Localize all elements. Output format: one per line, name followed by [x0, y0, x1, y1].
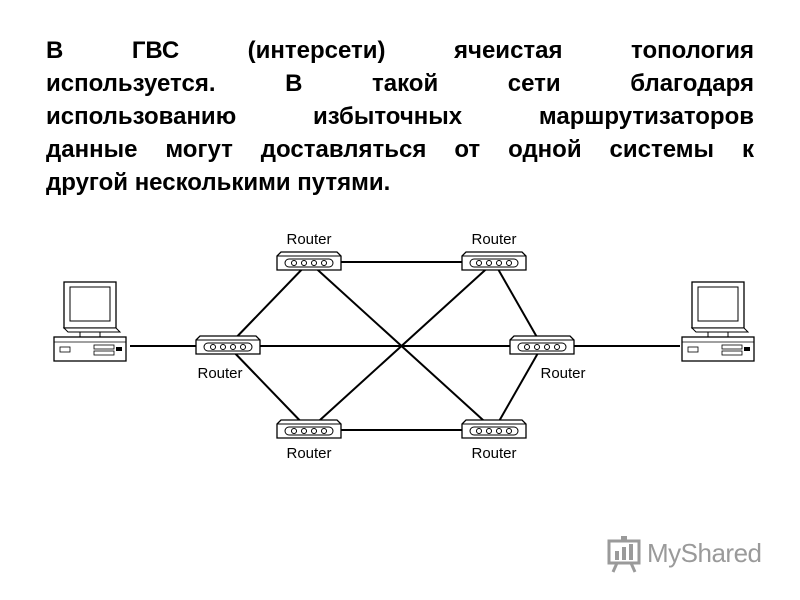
presentation-board-icon: [607, 535, 643, 573]
router-label: Router: [286, 231, 331, 248]
router-icon: [462, 252, 526, 270]
link-middle-left-to-bottom-left: [228, 346, 309, 430]
router-label: Router: [197, 365, 242, 382]
watermark: MyShared: [607, 535, 772, 575]
router-label: Router: [471, 445, 516, 462]
link-top-right-to-middle-right: [494, 262, 542, 346]
router-label: Router: [286, 445, 331, 462]
left-computer-icon: [54, 282, 126, 361]
link-middle-left-to-top-left: [228, 262, 309, 346]
router-icon: [196, 336, 260, 354]
router-icon: [277, 252, 341, 270]
router-top-left: Router: [277, 231, 341, 270]
router-bottom-left: Router: [277, 420, 341, 462]
watermark-text: MyShared: [647, 538, 762, 569]
router-middle-right: Router: [510, 336, 586, 382]
router-top-right: Router: [462, 231, 526, 270]
router-label: Router: [540, 365, 585, 382]
right-computer-icon: [682, 282, 754, 361]
router-icon: [462, 420, 526, 438]
router-label: Router: [471, 231, 516, 248]
link-bottom-right-to-middle-right: [494, 346, 542, 430]
router-icon: [510, 336, 574, 354]
router-middle-left: Router: [196, 336, 260, 382]
router-icon: [277, 420, 341, 438]
router-bottom-right: Router: [462, 420, 526, 462]
